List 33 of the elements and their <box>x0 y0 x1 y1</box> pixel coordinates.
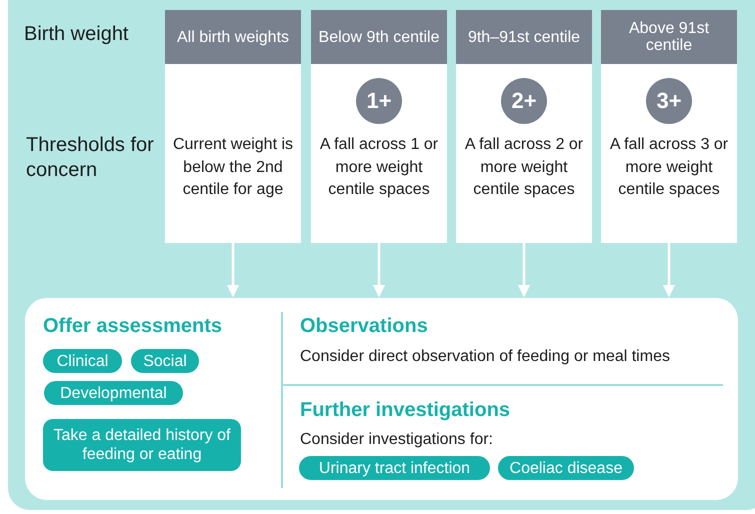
section-heading: Offer assessments <box>43 315 223 337</box>
row-label: Birth weight <box>24 22 130 47</box>
card-text: A fall across 3 or more weight centile spaces <box>608 135 730 200</box>
card-header: Below 9th centile <box>311 10 447 64</box>
tag: Take a detailed history of feeding or eating <box>43 419 241 471</box>
threshold-card <box>165 10 301 243</box>
recommendation-panel <box>25 298 738 500</box>
threshold-card <box>311 10 447 243</box>
row-label: Thresholds for concern <box>26 133 155 183</box>
section-text: Consider investigations for: <box>300 430 494 450</box>
number-circle: 1+ <box>356 78 402 124</box>
tag: Coeliac disease <box>498 456 634 480</box>
arrow <box>518 243 530 298</box>
tag: Clinical <box>43 349 122 373</box>
arrow <box>372 243 386 298</box>
card-header: 9th–91st centile <box>456 10 592 64</box>
number-circle: 3+ <box>646 78 692 124</box>
card-text: Current weight is below the 2nd centile for age <box>172 135 294 200</box>
tag: Urinary tract infection <box>299 456 490 480</box>
card-text: A fall across 1 or more weight centile spaces <box>318 135 440 200</box>
threshold-card <box>456 10 592 243</box>
section-text: Consider direct observation of feeding or meal times <box>300 347 671 367</box>
threshold-card <box>601 10 737 243</box>
arrow <box>226 243 240 298</box>
section-heading: Observations <box>300 315 429 337</box>
card-text: A fall across 2 or more weight centile spaces <box>464 135 584 200</box>
tag: Developmental <box>44 381 183 405</box>
card-header: Above 91st centile <box>601 10 737 64</box>
tag: Social <box>131 349 199 373</box>
card-header: All birth weights <box>165 10 301 64</box>
arrow <box>662 243 676 298</box>
number-circle: 2+ <box>501 78 547 124</box>
section-heading: Further investigations <box>300 399 512 421</box>
